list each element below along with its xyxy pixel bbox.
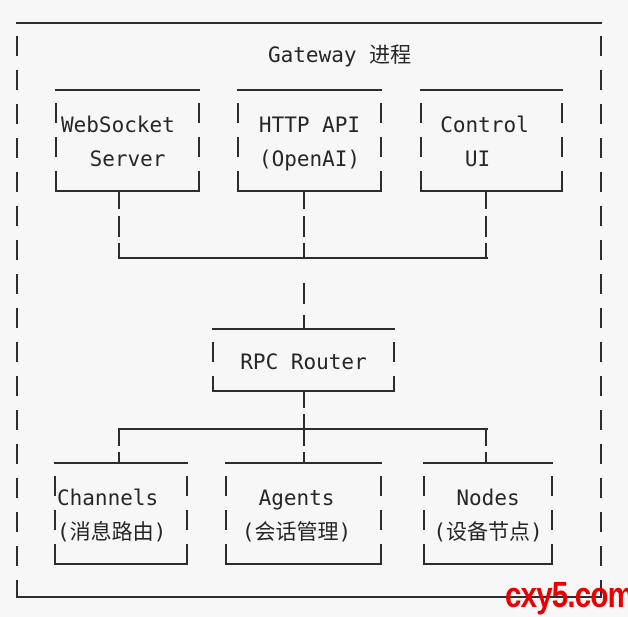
connector-vertical [303,430,305,462]
box-label: (OpenAI) [258,147,361,171]
box-label: UI [464,147,491,171]
connector-vertical [485,430,487,462]
box-label: WebSocket [61,113,175,137]
websocket-server-box: WebSocket Server [55,89,200,192]
gateway-process-title: Gateway 进程 [268,43,412,67]
http-api-box: HTTP API (OpenAI) [237,89,382,192]
box-label: (消息路由) [57,520,167,544]
box-label: Agents [258,486,335,510]
connector-vertical [303,192,305,259]
watermark-cxy5: cxy5.com [505,574,628,615]
connector-vertical [118,192,120,259]
rpc-router-box: RPC Router [212,328,395,392]
connector-vertical [485,192,487,259]
connector-vertical [118,430,120,462]
box-label: Control [440,113,529,137]
box-label: RPC Router [240,350,367,374]
connector-split-line [118,428,488,430]
nodes-box: Nodes (设备节点) [423,462,553,565]
box-label: Server [89,147,166,171]
control-ui-box: Control UI [420,89,563,192]
box-label: (会话管理) [241,520,352,544]
box-label: (设备节点) [433,520,543,544]
connector-vertical [303,259,305,328]
box-label: Nodes [456,486,520,510]
agents-box: Agents (会话管理) [225,462,382,565]
box-label: Channels [57,486,159,510]
connector-merge-line [118,257,488,259]
connector-vertical [303,392,305,428]
channels-box: Channels (消息路由) [54,462,188,565]
box-label: HTTP API [258,113,361,137]
